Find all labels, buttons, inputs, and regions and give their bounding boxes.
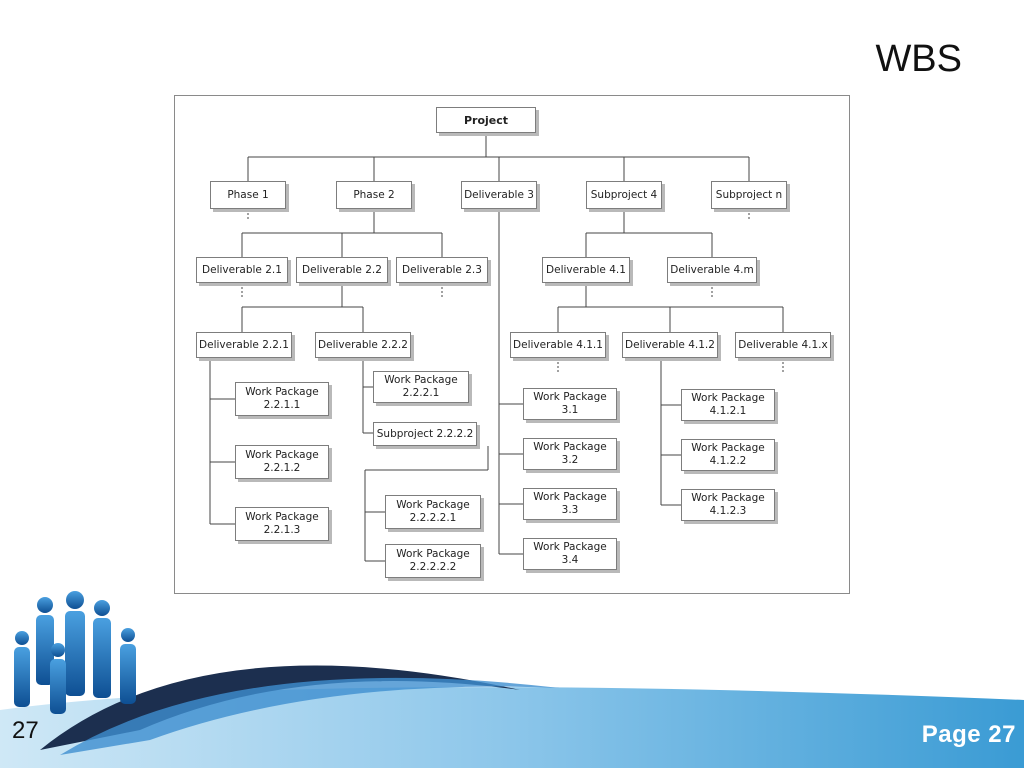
business-people-silhouettes [14,591,136,714]
wbs-node-deliverable-4-m: Deliverable 4.m [667,257,757,283]
slide-title: WBS [875,38,962,80]
wbs-node-project: Project [436,107,536,133]
wbs-node-subproject-4: Subproject 4 [586,181,662,209]
footer-decoration [0,591,1024,768]
wbs-node-wp-3-1: Work Package 3.1 [523,388,617,420]
wbs-node-deliverable-4-1: Deliverable 4.1 [542,257,630,283]
wbs-node-deliverable-2-1: Deliverable 2.1 [196,257,288,283]
wbs-node-deliverable-3: Deliverable 3 [461,181,537,209]
wbs-node-deliverable-4-1-x: Deliverable 4.1.x [735,332,831,358]
wbs-diagram: Project Phase 1 Phase 2 Deliverable 3 Su… [174,95,850,594]
wbs-node-wp-4-1-2-3: Work Package 4.1.2.3 [681,489,775,521]
wbs-node-phase-1: Phase 1 [210,181,286,209]
swoosh-dark [40,665,520,750]
wbs-node-deliverable-2-2-2: Deliverable 2.2.2 [315,332,411,358]
wbs-node-deliverable-2-3: Deliverable 2.3 [396,257,488,283]
wbs-node-deliverable-2-2-1: Deliverable 2.2.1 [196,332,292,358]
wbs-node-subproject-2-2-2-2: Subproject 2.2.2.2 [373,422,477,446]
page-label: Page 27 [921,721,1016,748]
swoosh-blue [60,677,560,755]
wbs-node-wp-3-2: Work Package 3.2 [523,438,617,470]
wbs-node-deliverable-2-2: Deliverable 2.2 [296,257,388,283]
wbs-node-phase-2: Phase 2 [336,181,412,209]
wbs-node-wp-2-2-1-3: Work Package 2.2.1.3 [235,507,329,541]
wbs-node-wp-3-3: Work Package 3.3 [523,488,617,520]
wbs-node-wp-2-2-2-2-2: Work Package 2.2.2.2.2 [385,544,481,578]
wbs-node-wp-3-4: Work Package 3.4 [523,538,617,570]
wbs-node-wp-4-1-2-1: Work Package 4.1.2.1 [681,389,775,421]
wbs-node-wp-2-2-2-2-1: Work Package 2.2.2.2.1 [385,495,481,529]
wbs-node-wp-2-2-1-1: Work Package 2.2.1.1 [235,382,329,416]
wbs-node-deliverable-4-1-2: Deliverable 4.1.2 [622,332,718,358]
slide-number: 27 [12,717,39,744]
wbs-node-wp-2-2-2-1: Work Package 2.2.2.1 [373,371,469,403]
wbs-node-deliverable-4-1-1: Deliverable 4.1.1 [510,332,606,358]
connector-lines [209,133,784,562]
wbs-node-subproject-n: Subproject n [711,181,787,209]
wbs-node-wp-2-2-1-2: Work Package 2.2.1.2 [235,445,329,479]
wbs-node-wp-4-1-2-2: Work Package 4.1.2.2 [681,439,775,471]
